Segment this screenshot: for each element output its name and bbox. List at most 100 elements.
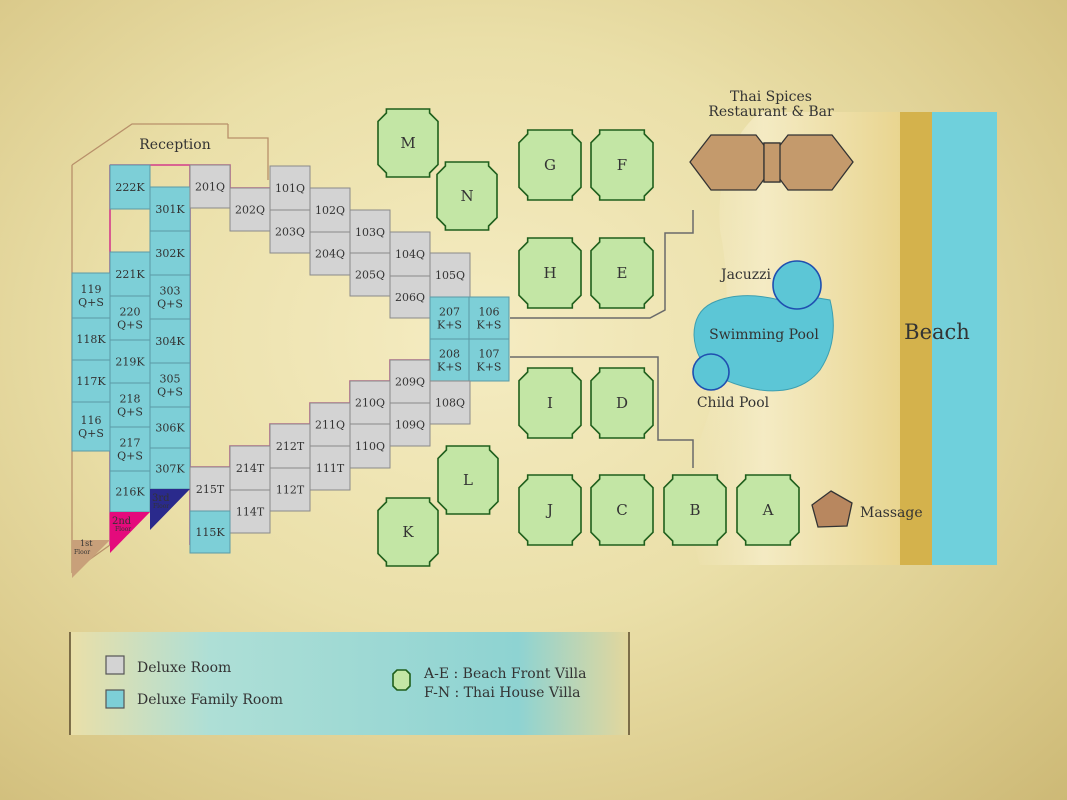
room-label: 306K: [155, 422, 185, 435]
room-label: 202Q: [235, 204, 265, 217]
room-box: [389, 231, 431, 277]
restaurant[interactable]: Thai Spices Restaurant & Bar: [689, 89, 854, 191]
legend-villa-swatch: [392, 669, 411, 691]
villa-label: D: [616, 394, 628, 412]
legend-villa-line2: F-N : Thai House Villa: [424, 685, 581, 701]
room-box: [189, 164, 231, 209]
room-302K[interactable]: 302K: [149, 230, 191, 276]
room-118K[interactable]: 118K: [71, 317, 111, 361]
room-102Q[interactable]: 102Q: [309, 187, 351, 233]
room-label: 219K: [115, 356, 145, 369]
villa-A[interactable]: A: [736, 474, 800, 546]
room-304K[interactable]: 304K: [149, 318, 191, 364]
room-box: [71, 317, 111, 361]
room-211Q[interactable]: 211Q: [309, 402, 351, 447]
villa-G[interactable]: G: [518, 129, 582, 201]
room-label: 102Q: [315, 204, 345, 217]
room-109Q[interactable]: 109Q: [389, 402, 431, 447]
room-label: 212T: [276, 440, 305, 453]
room-label: 305: [160, 373, 181, 386]
room-label: 210Q: [355, 397, 385, 410]
room-label: 119: [81, 283, 102, 296]
villa-M[interactable]: M: [377, 108, 439, 178]
room-221K[interactable]: 221K: [109, 251, 151, 297]
room-222K[interactable]: 222K: [109, 164, 151, 210]
room-104Q[interactable]: 104Q: [389, 231, 431, 277]
room-103Q[interactable]: 103Q: [349, 209, 391, 255]
room-box: [149, 230, 191, 276]
villa-L[interactable]: L: [437, 445, 499, 515]
room-label: 112T: [276, 484, 305, 497]
room-117K[interactable]: 117K: [71, 359, 111, 403]
room-202Q[interactable]: 202Q: [229, 187, 271, 232]
room-box: [309, 402, 351, 447]
room-label: 104Q: [395, 248, 425, 261]
room-307K[interactable]: 307K: [149, 447, 191, 490]
room-209Q[interactable]: 209Q: [389, 359, 431, 404]
room-215T[interactable]: 215T: [189, 466, 231, 512]
room-219K[interactable]: 219K: [109, 339, 151, 384]
villa-shape: [590, 367, 654, 439]
room-box: [71, 401, 111, 452]
room-216K[interactable]: 216K: [109, 470, 151, 513]
room-203Q[interactable]: 203Q: [269, 209, 311, 254]
villa-K[interactable]: K: [377, 497, 439, 567]
room-212T[interactable]: 212T: [269, 423, 311, 469]
room-box: [389, 402, 431, 447]
room-114T[interactable]: 114T: [229, 489, 271, 534]
villa-D[interactable]: D: [590, 367, 654, 439]
room-label: 205Q: [355, 269, 385, 282]
room-111T[interactable]: 111T: [309, 445, 351, 491]
room-label: 208: [439, 348, 460, 361]
child-pool-label: Child Pool: [697, 395, 770, 411]
room-210Q[interactable]: 210Q: [349, 380, 391, 425]
room-110Q[interactable]: 110Q: [349, 423, 391, 469]
villa-B[interactable]: B: [663, 474, 727, 546]
room-101Q[interactable]: 101Q: [269, 165, 311, 211]
villa-J[interactable]: J: [518, 474, 582, 546]
villa-shape: [736, 474, 800, 546]
floor1-marker: [72, 540, 110, 578]
room-205Q[interactable]: 205Q: [349, 252, 391, 297]
room-label: 301K: [155, 203, 185, 216]
room-label: 101Q: [275, 182, 305, 195]
room-label: 111T: [316, 462, 345, 475]
room-301K[interactable]: 301K: [149, 186, 191, 232]
beach-sand-strip: [900, 112, 932, 565]
room-105Q[interactable]: 105Q: [429, 252, 471, 298]
room-label: 217: [120, 437, 141, 450]
room-115K[interactable]: 115K: [189, 510, 231, 554]
room-label: 211Q: [315, 419, 345, 432]
room-112T[interactable]: 112T: [269, 467, 311, 512]
reception-label: Reception: [139, 137, 210, 153]
room-206Q[interactable]: 206Q: [389, 275, 431, 319]
room-108Q[interactable]: 108Q: [429, 380, 471, 425]
villa-E[interactable]: E: [590, 237, 654, 309]
villa-I[interactable]: I: [518, 367, 582, 439]
villa-H[interactable]: H: [518, 237, 582, 309]
villa-C[interactable]: C: [590, 474, 654, 546]
villa-N[interactable]: N: [436, 161, 498, 231]
massage[interactable]: Massage: [811, 490, 923, 528]
room-label: 201Q: [195, 181, 225, 194]
room-204Q[interactable]: 204Q: [309, 231, 351, 276]
villa-F[interactable]: F: [590, 129, 654, 201]
room-box: [229, 187, 271, 232]
room-306K[interactable]: 306K: [149, 406, 191, 449]
room-label: K+S: [437, 361, 462, 374]
room-box: [149, 274, 191, 320]
room-201Q[interactable]: 201Q: [189, 164, 231, 209]
room-214T[interactable]: 214T: [229, 445, 271, 491]
